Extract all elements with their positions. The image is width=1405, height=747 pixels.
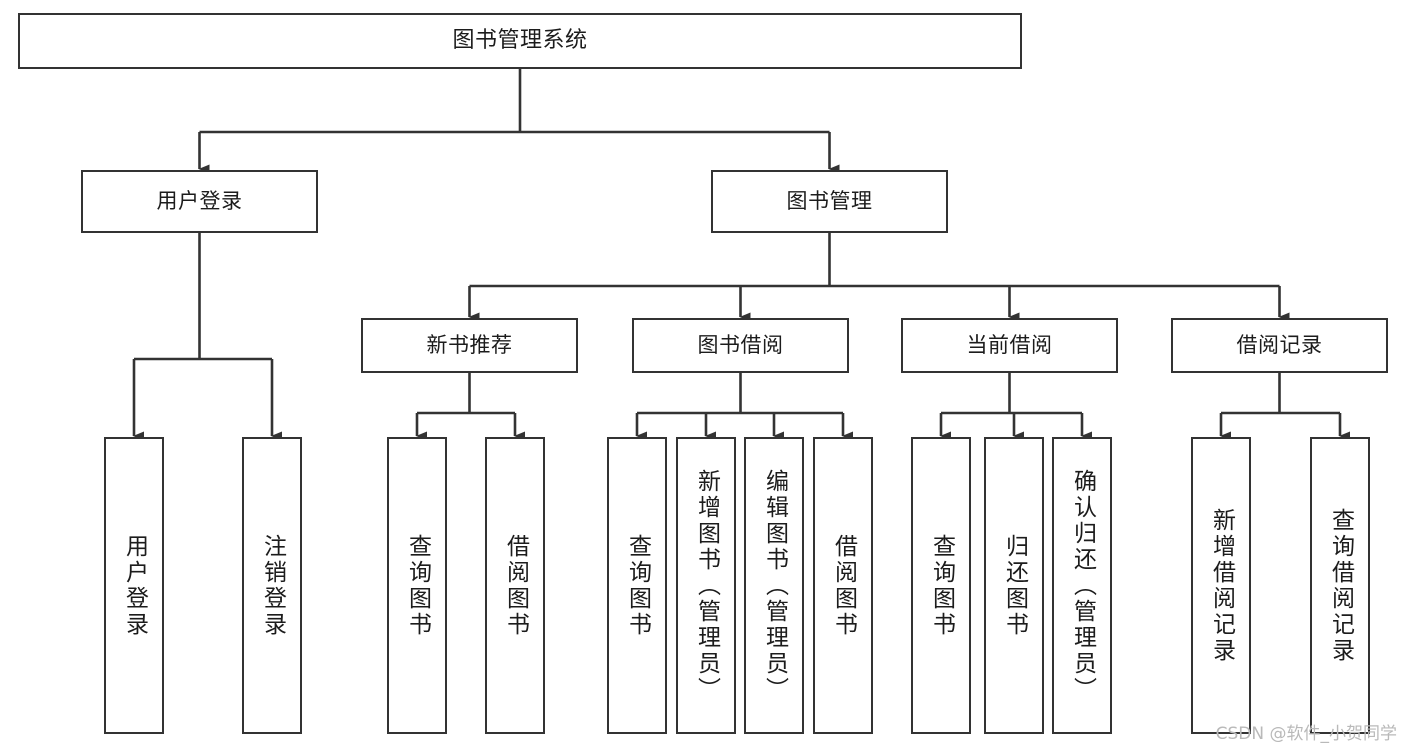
node-label: 图书借阅: [697, 333, 784, 358]
node-leaf-confirm-return[interactable]: 确认归还（管理员）: [1052, 437, 1112, 734]
node-label: 新增借阅记录: [1208, 507, 1235, 664]
node-leaf-borrow-book-2[interactable]: 借阅图书: [813, 437, 873, 734]
node-leaf-borrow-book-1[interactable]: 借阅图书: [485, 437, 545, 734]
node-label: 用户登录: [121, 533, 148, 638]
node-label: 图书管理系统: [452, 28, 588, 54]
node-leaf-edit-book[interactable]: 编辑图书（管理员）: [744, 437, 804, 734]
node-label: 新增图书（管理员）: [693, 468, 720, 703]
node-leaf-query-book-2[interactable]: 查询图书: [607, 437, 667, 734]
node-label: 查询图书: [404, 533, 431, 638]
watermark-text: CSDN @软件_小贺同学: [1215, 724, 1397, 744]
node-leaf-user-login[interactable]: 用户登录: [104, 437, 164, 734]
node-leaf-add-record[interactable]: 新增借阅记录: [1191, 437, 1251, 734]
node-borrow-record[interactable]: 借阅记录: [1171, 318, 1388, 373]
node-new-book-recommend[interactable]: 新书推荐: [361, 318, 578, 373]
node-label: 图书管理: [786, 189, 873, 214]
node-leaf-return-book[interactable]: 归还图书: [984, 437, 1044, 734]
node-book-manage[interactable]: 图书管理: [711, 170, 948, 233]
node-leaf-query-record[interactable]: 查询借阅记录: [1310, 437, 1370, 734]
node-label: 当前借阅: [966, 333, 1053, 358]
node-label: 用户登录: [156, 189, 243, 214]
node-label: 归还图书: [1001, 533, 1028, 638]
node-label: 确认归还（管理员）: [1069, 468, 1096, 703]
node-label: 查询借阅记录: [1327, 507, 1354, 664]
node-current-borrow[interactable]: 当前借阅: [901, 318, 1118, 373]
node-leaf-logout[interactable]: 注销登录: [242, 437, 302, 734]
node-label: 查询图书: [928, 533, 955, 638]
node-leaf-add-book[interactable]: 新增图书（管理员）: [676, 437, 736, 734]
node-label: 查询图书: [624, 533, 651, 638]
node-user-login[interactable]: 用户登录: [81, 170, 318, 233]
node-label: 借阅图书: [502, 533, 529, 638]
node-root-system[interactable]: 图书管理系统: [18, 13, 1022, 69]
node-book-borrow[interactable]: 图书借阅: [632, 318, 849, 373]
node-label: 编辑图书（管理员）: [761, 468, 788, 703]
node-label: 新书推荐: [426, 333, 513, 358]
node-label: 借阅图书: [830, 533, 857, 638]
node-label: 借阅记录: [1236, 333, 1323, 358]
node-leaf-query-book-1[interactable]: 查询图书: [387, 437, 447, 734]
node-label: 注销登录: [259, 533, 286, 638]
node-leaf-query-book-3[interactable]: 查询图书: [911, 437, 971, 734]
